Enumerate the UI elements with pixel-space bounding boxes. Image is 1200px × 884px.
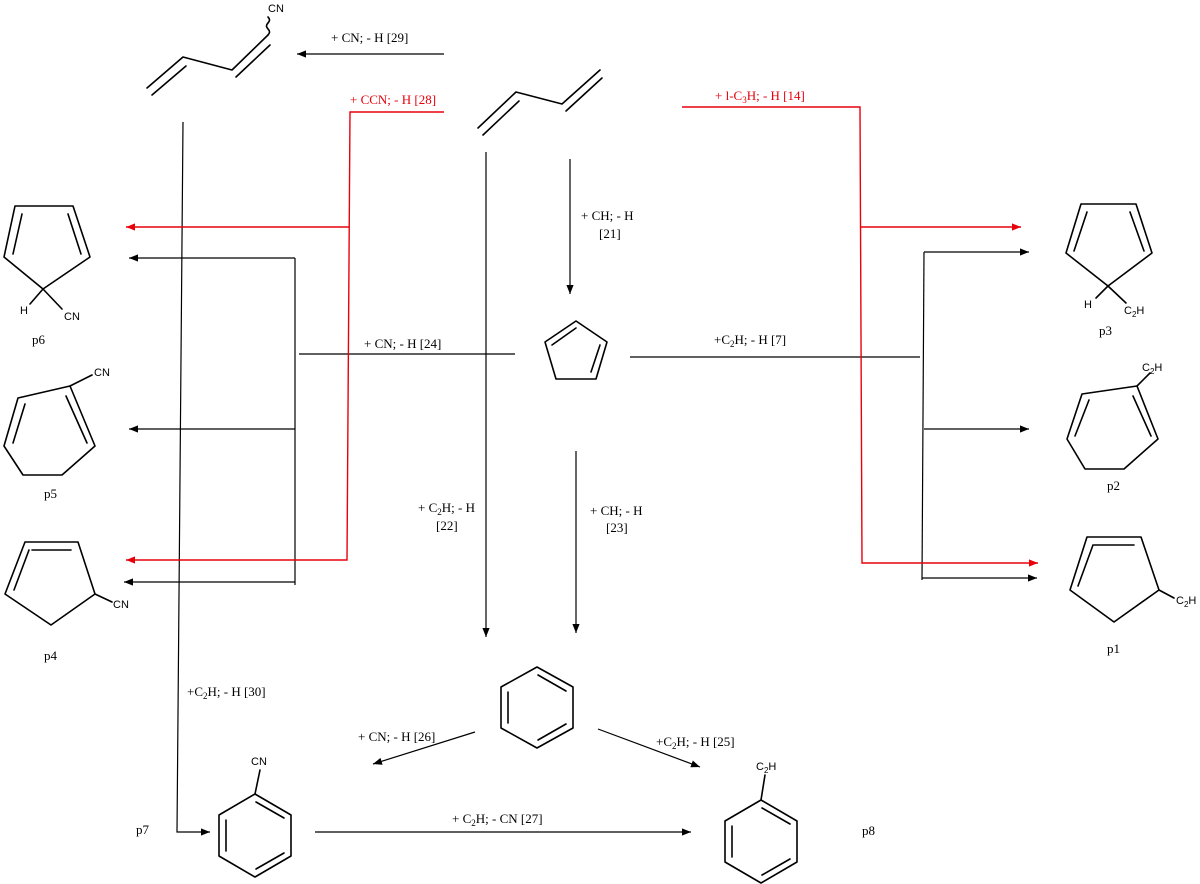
label-r29: + CN; - H [29] xyxy=(331,30,408,45)
label-r23-b: [23] xyxy=(606,520,628,535)
arrow-r26 xyxy=(372,731,476,765)
product-label-p7: p7 xyxy=(136,822,150,837)
molecule-p5: CN xyxy=(3,367,110,476)
arrow-r30 xyxy=(176,121,210,836)
atom-label-c2h: C2H xyxy=(1142,362,1162,376)
label-r28: + CCN; - H [28] xyxy=(350,92,436,107)
atom-label-cn: CN xyxy=(268,3,284,15)
atom-label-c2h: C2H xyxy=(1124,305,1144,319)
molecule-p3: H C2H xyxy=(1065,203,1153,319)
atom-label-c2h: C2H xyxy=(1176,595,1196,609)
product-label-p3: p3 xyxy=(1099,323,1112,338)
atom-label-cn: CN xyxy=(64,311,80,323)
label-r25: +C2H; - H [25] xyxy=(656,734,735,751)
product-label-p1: p1 xyxy=(1107,641,1120,656)
molecule-p1: C2H xyxy=(1069,536,1196,623)
atom-label-cn: CN xyxy=(113,599,129,611)
label-r23-a: + CH; - H xyxy=(590,503,642,518)
highlight-pathways xyxy=(126,106,1038,567)
molecule-ethynylbenzene: C2H xyxy=(724,761,798,884)
molecule-butadiene xyxy=(477,69,603,136)
atom-label-c2h: C2H xyxy=(756,761,776,775)
label-r22-b: [22] xyxy=(436,518,458,533)
reaction-arrows xyxy=(124,50,1037,836)
product-label-p4: p4 xyxy=(44,648,58,663)
atom-label-h: H xyxy=(20,305,28,317)
atom-label-cn: CN xyxy=(251,756,267,768)
product-label-p6: p6 xyxy=(32,332,46,347)
arrow-r28-p4 xyxy=(126,111,444,564)
molecule-p4: CN xyxy=(4,541,129,626)
molecule-cyclopentadiene xyxy=(544,320,608,380)
molecule-cyanobutadiene: CN xyxy=(146,3,284,96)
reaction-labels: + CN; - H [29] + CCN; - H [28] + l-C3H; … xyxy=(187,30,805,828)
molecule-benzene xyxy=(500,666,574,749)
label-r7: +C2H; - H [7] xyxy=(714,332,786,349)
label-r14: + l-C3H; - H [14] xyxy=(715,88,805,105)
molecule-benzonitrile: CN xyxy=(218,756,292,878)
label-r21-b: [21] xyxy=(599,226,621,241)
molecule-p6: H CN xyxy=(3,205,91,323)
product-label-p2: p2 xyxy=(1107,478,1120,493)
label-r30: +C2H; - H [30] xyxy=(187,684,266,701)
atom-label-cn: CN xyxy=(94,367,110,379)
arrow-r14-p1 xyxy=(682,106,1038,567)
label-r24: + CN; - H [24] xyxy=(364,336,441,351)
label-r21-a: + CH; - H xyxy=(581,208,633,223)
arrow-r25 xyxy=(597,728,701,768)
label-r27: + C2H; - CN [27] xyxy=(452,811,543,828)
branch-r7 xyxy=(921,251,925,581)
label-r22-a: + C2H; - H xyxy=(418,500,475,517)
label-r26: + CN; - H [26] xyxy=(358,729,435,744)
product-label-p8: p8 xyxy=(862,823,875,838)
product-labels: p6 p5 p4 p7 p8 p3 p2 p1 xyxy=(32,323,1120,838)
atom-label-h: H xyxy=(1084,299,1092,311)
molecule-p2: C2H xyxy=(1066,362,1162,470)
product-label-p5: p5 xyxy=(44,486,57,501)
